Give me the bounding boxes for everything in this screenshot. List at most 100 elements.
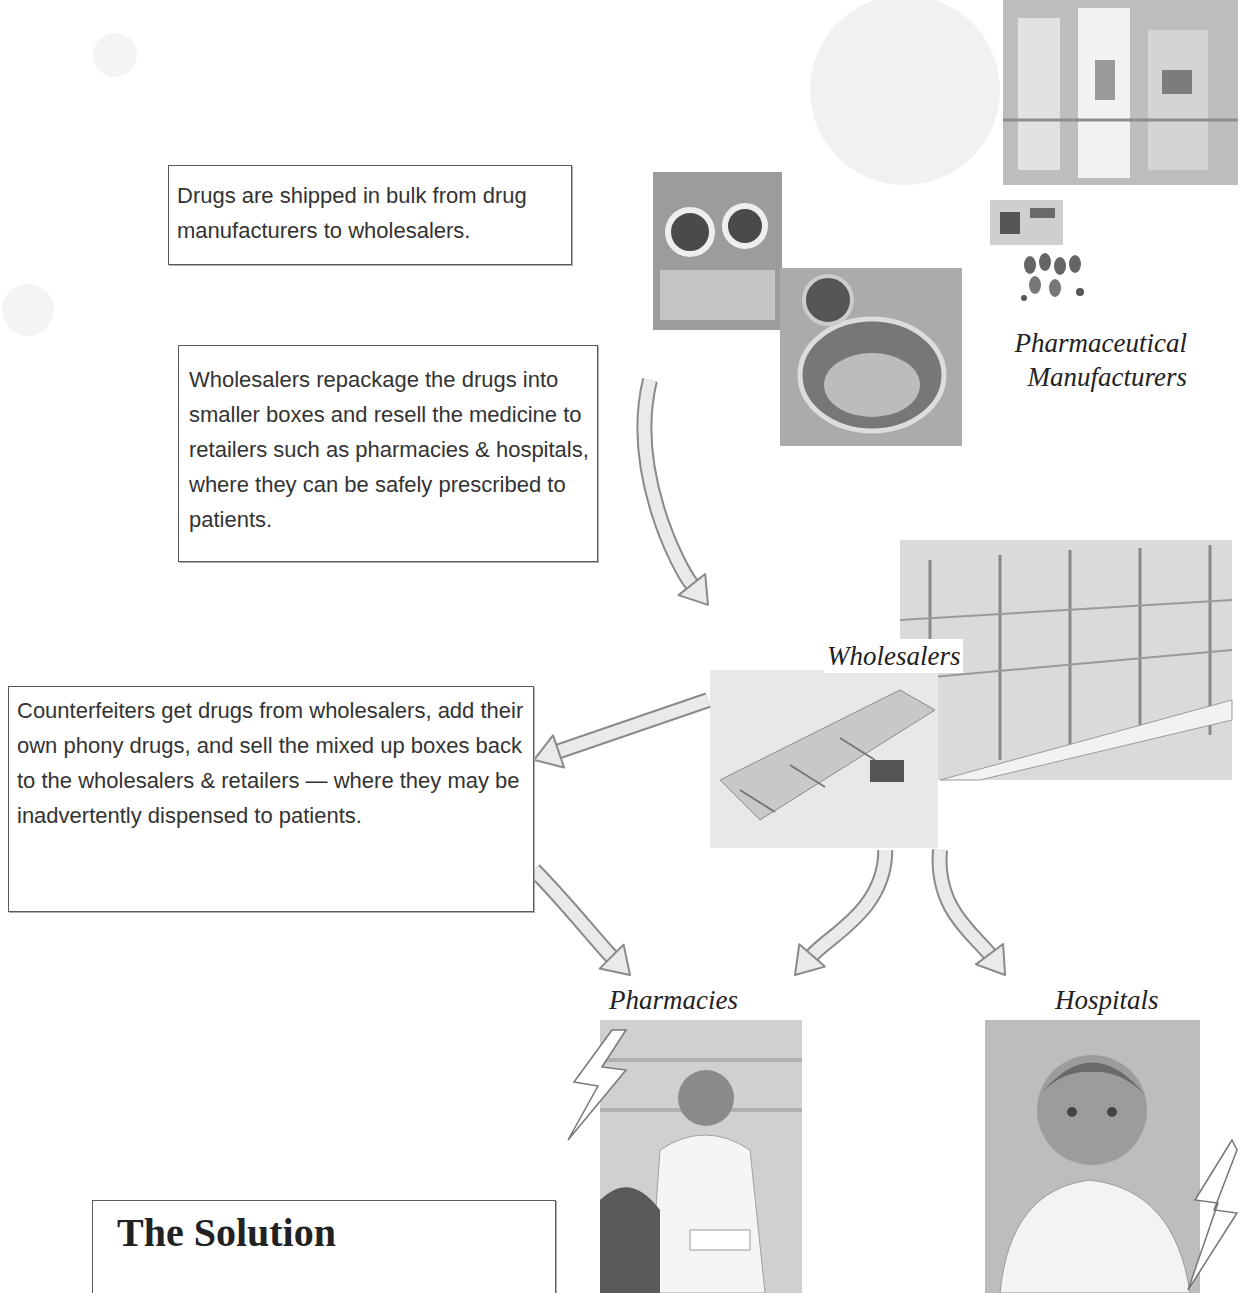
arrow-outline (534, 870, 612, 957)
photo-caption: Pharmacies (606, 983, 741, 1017)
pharmacist-photo (650, 1135, 765, 1293)
arrow-fill (940, 850, 990, 954)
background-smudge (93, 33, 137, 77)
pills (1021, 253, 1084, 301)
pills (1021, 295, 1027, 301)
mixer-photo (780, 268, 962, 446)
hospital-patient-photo (1040, 1063, 1145, 1096)
text-box: Counterfeiters get drugs from wholesaler… (8, 686, 534, 912)
pharmacist-photo (600, 1020, 802, 1293)
flow-arrow (534, 870, 630, 975)
photo-group: Pharmacies (598, 975, 803, 1293)
factory-photo (1003, 119, 1238, 122)
arrow-outline (940, 850, 990, 954)
flow-arrow (940, 850, 1006, 975)
flow-arrow (644, 380, 708, 605)
arrow-head (976, 944, 1005, 975)
conveyor-photo (710, 670, 938, 848)
box-text: Wholesalers repackage the drugs into sma… (189, 362, 589, 537)
box-text: Drugs are shipped in bulk from drug manu… (177, 178, 567, 248)
arrow-fill (812, 850, 885, 955)
box-text: Counterfeiters get drugs from wholesaler… (17, 693, 525, 833)
warehouse-shelves-photo (940, 700, 1232, 780)
machinery-photo (725, 206, 765, 246)
pills (1049, 279, 1061, 297)
factory-photo (1018, 18, 1060, 170)
arrow-outline (559, 700, 708, 751)
arrow-outline (812, 850, 885, 955)
mixer-photo (804, 276, 852, 324)
section-heading: The Solution (117, 1209, 535, 1257)
pills (1076, 288, 1084, 296)
heading-box: The Solution (92, 1200, 556, 1293)
arrow-outline (644, 380, 691, 585)
lightning-bolt (568, 1030, 626, 1140)
capsule-machine-photo (990, 200, 1063, 245)
factory-photo (1003, 0, 1238, 185)
flow-arrow (534, 700, 708, 767)
capsule-machine-photo (990, 200, 1063, 245)
pills (1054, 257, 1066, 275)
text-box: Wholesalers repackage the drugs into sma… (178, 345, 598, 562)
factory-photo (1078, 8, 1130, 178)
arrow-fill (644, 380, 691, 585)
arrow-head (600, 945, 630, 975)
machinery-photo (660, 270, 775, 320)
mixer-photo (824, 353, 920, 417)
machinery-photo (653, 172, 782, 330)
background-smudge (810, 0, 1000, 185)
pills (1029, 276, 1041, 294)
warehouse-shelves-photo (999, 555, 1002, 760)
machinery-photo (653, 172, 782, 330)
pharmacist-photo (600, 1058, 802, 1062)
warehouse-shelves-photo (1139, 548, 1142, 740)
conveyor-photo (870, 760, 904, 782)
factory-photo (1148, 30, 1208, 170)
capsule-machine-photo (1030, 208, 1055, 218)
photo-caption: Pharmaceutical Manufacturers (982, 326, 1187, 394)
hospital-patient-photo (985, 1020, 1200, 1293)
conveyor-photo (720, 690, 935, 820)
hospital-patient-photo (985, 1020, 1200, 1293)
photo-group: Hospitals (980, 975, 1210, 1293)
conveyor-photo (840, 738, 875, 760)
mixer-photo (780, 268, 962, 446)
photo-group: Pharmaceutical Manufacturers (650, 0, 1242, 445)
text-box: Drugs are shipped in bulk from drug manu… (168, 165, 572, 265)
photo-group: Wholesalers (708, 535, 1234, 850)
lightning-bolt (1188, 1140, 1237, 1290)
lightning-bolt (568, 1030, 1237, 1290)
hospital-patient-photo (1067, 1107, 1077, 1117)
arrow-head (679, 574, 709, 605)
pills (1024, 256, 1036, 274)
pharmacist-photo (600, 1187, 660, 1293)
conveyor-photo (740, 790, 775, 812)
pharmacist-photo (690, 1230, 750, 1250)
factory-photo (1003, 0, 1238, 185)
arrow-fill (559, 700, 708, 751)
conveyor-photo (710, 670, 938, 848)
machinery-photo (668, 210, 712, 254)
pills (1039, 253, 1051, 271)
conveyor-photo (790, 765, 825, 787)
arrow-fill (534, 870, 612, 957)
warehouse-shelves-photo (1069, 550, 1072, 750)
photo-caption: Hospitals (1052, 983, 1162, 1017)
factory-photo (1095, 60, 1115, 100)
pharmacist-photo (600, 1020, 802, 1293)
arrow-head (795, 944, 825, 975)
hospital-patient-photo (1107, 1107, 1117, 1117)
factory-photo (1162, 70, 1192, 94)
arrow-head (534, 735, 564, 767)
mixer-photo (800, 319, 944, 431)
pills (1069, 255, 1081, 273)
background-smudge (2, 284, 54, 336)
warehouse-shelves-photo (900, 600, 1232, 620)
hospital-patient-photo (1000, 1180, 1190, 1293)
flow-arrow (795, 850, 885, 975)
pharmacist-photo (678, 1070, 734, 1126)
hospital-patient-photo (1037, 1055, 1147, 1165)
capsule-machine-photo (1000, 212, 1020, 234)
photo-caption: Wholesalers (824, 639, 963, 673)
